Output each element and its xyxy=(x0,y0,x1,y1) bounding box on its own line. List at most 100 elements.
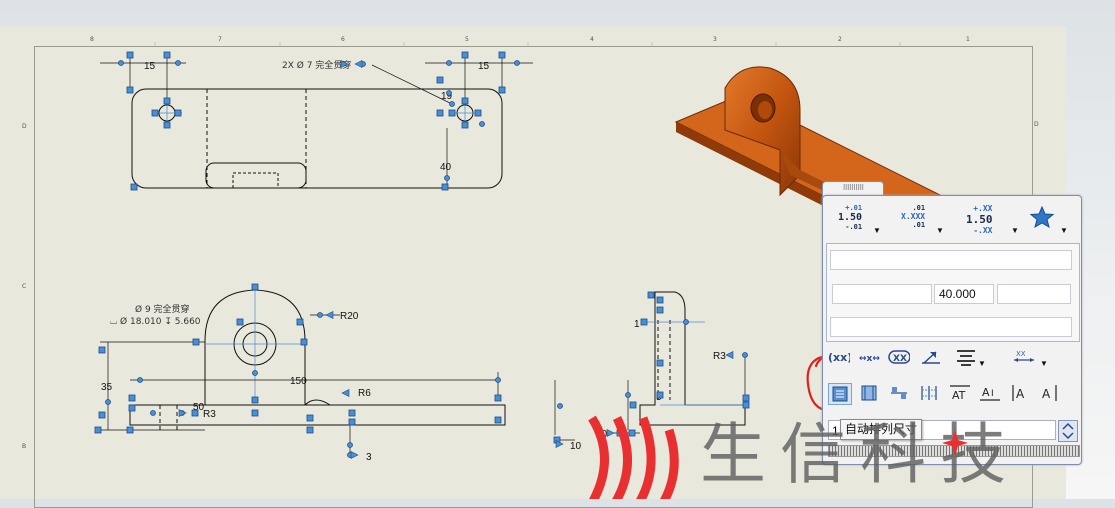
precision-button[interactable]: .01 X.XXX .01 xyxy=(901,204,926,229)
dim-front-3[interactable]: 3 xyxy=(366,452,372,463)
dim-front-r3[interactable]: R3 xyxy=(203,409,216,420)
offset-text-icon xyxy=(922,351,940,364)
layer-spinner[interactable] xyxy=(1058,420,1078,442)
svg-text:A: A xyxy=(1016,387,1025,401)
parentheses-button[interactable]: (xx) xyxy=(828,347,850,367)
svg-text:I: I xyxy=(991,389,994,399)
align-parallel-icon xyxy=(891,387,907,399)
svg-text:XX: XX xyxy=(1016,350,1026,358)
dim-side-1[interactable]: 1 xyxy=(634,319,640,330)
align-collinear-button[interactable] xyxy=(858,383,880,403)
front-hole-callout-1[interactable]: Ø 9 完全贯穿 xyxy=(135,303,190,315)
dim-top-small[interactable]: 19 xyxy=(441,91,453,102)
align-collinear-icon xyxy=(861,385,877,401)
parentheses-icon: (xx) xyxy=(828,351,850,364)
top-view-handles[interactable] xyxy=(118,51,520,191)
dim-front-r20[interactable]: R20 xyxy=(340,311,359,322)
dim-side-10b[interactable]: 10 xyxy=(570,441,582,452)
zone-col-3: 3 xyxy=(713,36,717,43)
zone-row-c: C xyxy=(22,283,26,290)
dim-side-r3[interactable]: R3 xyxy=(713,351,726,362)
style-dropdown[interactable]: ▼ xyxy=(1060,226,1068,235)
zone-row-b: B xyxy=(22,443,26,450)
text-position-dropdown[interactable]: ▼ xyxy=(1040,359,1048,368)
style-star-button[interactable] xyxy=(1029,205,1055,233)
svg-text:XX: XX xyxy=(893,354,907,364)
star-icon xyxy=(1029,205,1055,229)
zone-col-4: 4 xyxy=(590,36,594,43)
zone-col-6: 6 xyxy=(341,36,345,43)
zone-column-labels: 8 7 6 5 4 3 2 1 D D C B xyxy=(22,36,1039,450)
dimension-text-left-field[interactable] xyxy=(832,284,932,304)
top-hole-callout[interactable]: 2X Ø 7 完全贯穿 xyxy=(282,59,351,71)
space-evenly-button[interactable] xyxy=(918,383,940,403)
text-left-align-icon: A xyxy=(1012,385,1025,401)
zone-col-2: 2 xyxy=(838,36,842,43)
dim-front-r6[interactable]: R6 xyxy=(358,388,371,399)
front-view-centerlines xyxy=(205,287,305,400)
tolerance-precision-dropdown[interactable]: ▼ xyxy=(1011,226,1019,235)
auto-arrange-icon xyxy=(832,386,848,402)
watermark-sparkle-icon xyxy=(942,430,968,456)
dim-front-length-150[interactable]: 150 xyxy=(290,376,307,387)
top-view-centerlines xyxy=(152,98,480,128)
dimension-text-right-field[interactable] xyxy=(997,284,1071,304)
dim-front-50[interactable]: 50 xyxy=(193,402,205,413)
inspection-dimension-button[interactable]: XX xyxy=(888,347,910,367)
spinner-arrows-icon xyxy=(1062,422,1074,440)
dim-front-35[interactable]: 35 xyxy=(101,382,113,393)
zone-row-d-right: D xyxy=(1034,121,1039,128)
top-view[interactable] xyxy=(131,88,503,189)
zone-col-1: 1 xyxy=(966,36,970,43)
zone-col-8: 8 xyxy=(90,36,94,43)
center-dimension-button[interactable]: ↔x↔ xyxy=(859,347,881,367)
text-right-align-button[interactable]: A xyxy=(1038,383,1060,403)
center-dimension-icon: ↔x↔ xyxy=(859,354,880,364)
dim-top-left-15[interactable]: 15 xyxy=(144,61,156,72)
justify-dropdown[interactable]: ▼ xyxy=(978,359,986,368)
offset-text-button[interactable] xyxy=(920,347,942,367)
svg-text:(xx): (xx) xyxy=(828,351,850,364)
justify-text-button[interactable] xyxy=(955,347,977,367)
dimension-value-field[interactable]: 40.000 xyxy=(934,284,994,304)
svg-text:AT: AT xyxy=(952,389,966,402)
tolerance-symmetric-button[interactable]: +.01 1.50 -.01 xyxy=(838,204,863,231)
space-evenly-icon xyxy=(921,386,937,400)
side-view-centerlines xyxy=(645,321,745,406)
tolerance-precision-button[interactable]: +.XX 1.50 -.XX xyxy=(966,204,993,235)
watermark-logo-icon xyxy=(588,415,679,499)
auto-arrange-dimensions-button[interactable] xyxy=(828,383,852,405)
precision-dropdown[interactable]: ▼ xyxy=(936,226,944,235)
dim-top-right-15[interactable]: 15 xyxy=(478,61,490,72)
align-parallel-button[interactable] xyxy=(888,383,910,403)
zone-row-d: D xyxy=(22,123,27,130)
front-hole-callout-2[interactable]: ⌴ Ø 18.010 ↧ 5.660 xyxy=(110,316,201,327)
text-top-align-button[interactable]: AT xyxy=(949,383,971,403)
inspection-icon: XX xyxy=(888,350,910,364)
zone-col-5: 5 xyxy=(465,36,469,43)
dimension-text-below-field[interactable] xyxy=(830,317,1072,337)
side-view[interactable] xyxy=(639,291,746,426)
dimension-text-position-button[interactable]: XX xyxy=(1013,347,1035,367)
zone-col-7: 7 xyxy=(218,36,222,43)
dimension-text-above-field[interactable] xyxy=(830,250,1072,270)
dimension-palette-grip[interactable]: ⠿⠿⠿⠿⠿ xyxy=(822,181,884,198)
svg-text:A: A xyxy=(1042,387,1051,401)
tooltip-auto-arrange: 自动排列尺寸 xyxy=(840,419,923,440)
text-top-align-icon: AT xyxy=(950,385,970,402)
zone-ticks xyxy=(154,42,901,47)
text-position-icon: XX xyxy=(1014,350,1034,362)
tolerance-dropdown-1[interactable]: ▼ xyxy=(873,226,881,235)
text-left-align-button[interactable]: A xyxy=(1010,383,1032,403)
svg-text:↔x↔: ↔x↔ xyxy=(859,354,880,364)
watermark-text: 生信科技 xyxy=(700,416,1020,493)
align-center-icon xyxy=(957,350,975,366)
top-view-outline xyxy=(131,88,503,189)
front-base xyxy=(129,404,506,426)
front-view-dimensions xyxy=(100,314,575,455)
svg-text:A: A xyxy=(982,386,990,399)
text-right-align-icon: A xyxy=(1042,385,1057,401)
dim-top-height-40[interactable]: 40 xyxy=(440,162,452,173)
